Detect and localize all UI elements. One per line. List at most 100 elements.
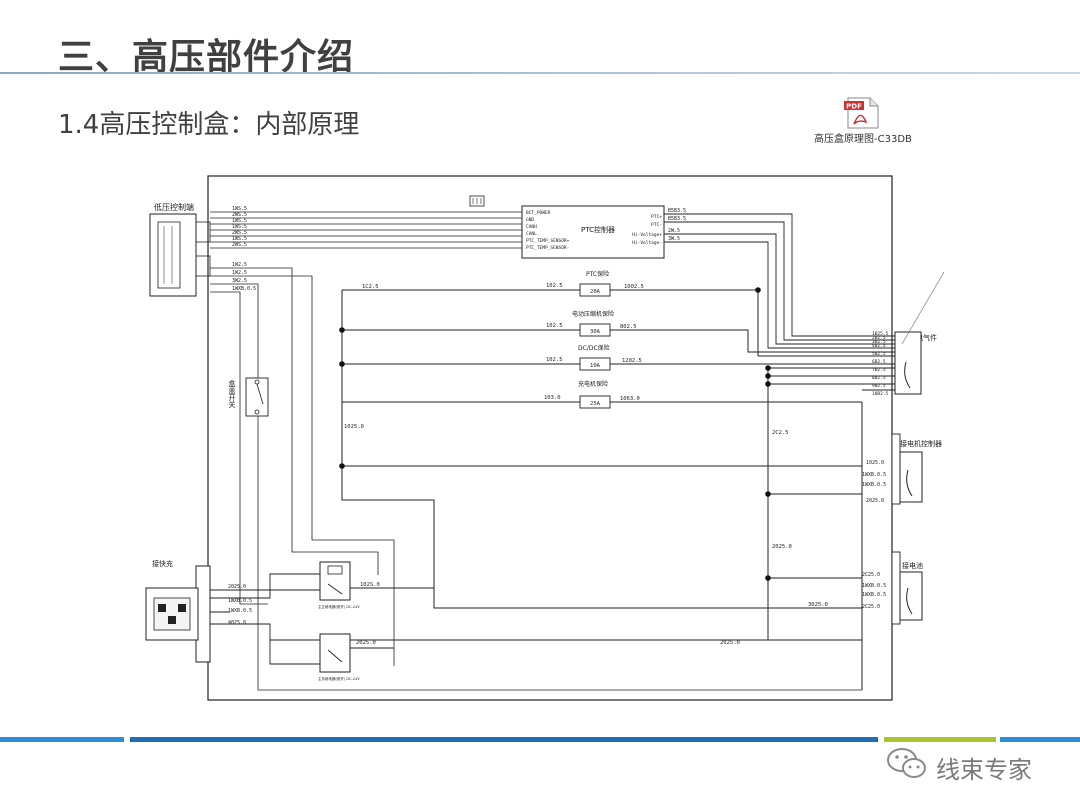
fuse-ptc-rating: 20A	[590, 289, 601, 295]
aux-wire-8: 8B2.5	[872, 375, 886, 381]
interlock-switch-label: 盒盖开关	[228, 379, 236, 409]
fuse-charger: 充电机保险 103.0 25A 1063.0	[544, 380, 862, 409]
aux-wire-1: 1B25.5	[872, 331, 889, 337]
motor-connector-label: 接电机控制器	[900, 439, 942, 448]
ptc-pin-l6: PTC_TEMP_SENSOR-	[526, 245, 569, 251]
pdf-caption[interactable]: 高压盒原理图-C33DB	[814, 134, 912, 145]
junction-dot	[339, 361, 345, 367]
relay-positive-wire: 102S.0	[360, 582, 380, 588]
interlock-switch-icon	[245, 377, 269, 417]
fuse-ptc: PTC保险 102.5 20A 1002.5	[546, 270, 758, 297]
lv-lower-wire-4: 1WXB.0.5	[232, 286, 256, 292]
fuse-compressor-in: 102.5	[546, 323, 563, 329]
junction-dot	[339, 327, 345, 333]
junction-dot	[765, 491, 771, 497]
aux-wire-7: 7B2.5	[872, 367, 886, 373]
ptc-controller-box	[521, 205, 665, 259]
charge-wire-2: 1WXB.0.5	[228, 598, 252, 604]
lv-connector-label: 低压控制端	[154, 202, 194, 212]
fuse-dcdc-in: 102.5	[546, 357, 563, 363]
lv-wire-bundle	[210, 211, 522, 249]
aux-wire-4: 4B2.5	[872, 343, 886, 349]
ptc-out-wire-1: B5B3.5	[668, 208, 686, 214]
fuse-dcdc-rating: 10A	[590, 363, 601, 369]
fuse-ptc-label: PTC保险	[586, 270, 609, 278]
battery-wire-3: 1WXB.0.5	[862, 592, 886, 598]
lv-wire-7: 2WS.5	[232, 242, 247, 248]
fuse-charger-in: 103.0	[544, 395, 561, 401]
fuse-dcdc: DC/DC保险 102.5 10A 1202.5	[546, 344, 895, 371]
main-wire-left: 1C2.5	[362, 284, 379, 290]
charge-wire-1: 2025.0	[228, 584, 246, 590]
fuse-charger-label: 充电机保险	[578, 380, 608, 388]
motor-wire-1: 1025.0	[866, 460, 884, 466]
page-title: 三、高压部件介绍	[58, 37, 355, 78]
pdf-icon[interactable]: PDF	[808, 96, 918, 130]
charge-port-label: 接快充	[152, 559, 173, 568]
ptc-pin-r1: PTC+	[651, 214, 662, 220]
aux-connector-icon	[894, 271, 945, 395]
lv-connector-icon	[149, 213, 211, 297]
fuse-compressor-rating: 30A	[590, 329, 601, 335]
relay-negative-caption: 主负继电器(常开) DC-24V	[318, 676, 360, 681]
relay-negative-wire: 2025.0	[356, 640, 376, 646]
lv-wire-5: 2WS.5	[232, 230, 247, 236]
negative-bus	[270, 367, 895, 641]
fuse-compressor-label: 电动压缩机保险	[572, 310, 614, 318]
fuse-compressor-out: 802.5	[620, 324, 637, 330]
battery-wire-4: 2C25.0	[862, 604, 880, 610]
footer-bar-right	[1000, 737, 1080, 742]
ptc-pin-r4: Hi-Voltage-	[632, 240, 662, 246]
ptc-controller-label: PTC控制器	[581, 225, 615, 234]
charge-wire-3: 1WXB.0.5	[228, 608, 252, 614]
battery-wire-1: 2C25.0	[862, 572, 880, 578]
neg-wire-1: 2C2.5	[772, 430, 789, 436]
ptc-out-wire-2: B5B3.5	[668, 216, 686, 222]
footer-bar-left	[0, 737, 124, 742]
fuse-charger-out: 1063.0	[620, 396, 640, 402]
ptc-pin-r2: PTC-	[651, 222, 662, 228]
relay-positive: 102S.0 主正继电器(常开) DC-24V	[318, 561, 434, 609]
lv-wire-4: 1WS.5	[232, 224, 247, 230]
fuse-dcdc-out: 1202.5	[622, 358, 642, 364]
page-subtitle: 1.4高压控制盒：内部原理	[58, 110, 360, 140]
wechat-icon	[887, 748, 926, 778]
junction-dot	[765, 575, 771, 581]
lv-wire-1: 1WS.5	[232, 206, 247, 212]
motor-wire-2: 1WXB.0.5	[862, 472, 886, 478]
junction-dot	[765, 381, 771, 387]
fuse-dcdc-label: DC/DC保险	[578, 344, 610, 352]
fuse-ptc-out: 1002.5	[624, 284, 644, 290]
lv-wire-6: 1WS.5	[232, 236, 247, 242]
aux-wire-10: 10B2.5	[872, 391, 889, 397]
motor-connector-icon	[891, 433, 923, 505]
ptc-pin-r3: Hi-Voltage+	[632, 232, 662, 238]
ptc-out-wire-3: 2W.5	[668, 228, 680, 234]
ptc-pin-l5: PTC_TEMP_SENSOR+	[526, 238, 570, 244]
junction-dot	[765, 365, 771, 371]
motor-wire-3: 1WXB.0.5	[862, 482, 886, 488]
battery-wire-2: 1WXB.0.5	[862, 583, 886, 589]
ptc-pin-l3: CANH	[526, 224, 537, 230]
aux-wire-5: 5B2.5	[872, 351, 886, 357]
aux-wire-3: 3B2.5	[872, 339, 886, 345]
charge-port-icon	[145, 565, 211, 663]
neg-wire-3: 3025.0	[808, 602, 828, 608]
pdf-attachment[interactable]: PDF 高压盒原理图-C33DB	[808, 96, 918, 146]
fuse-compressor: 电动压缩机保险 102.5 30A 802.5	[546, 310, 895, 353]
aux-wire-6: 6B2.5	[872, 359, 886, 365]
charge-wire-4: 4025.0	[228, 620, 246, 626]
neg-wire-4: 2025.0	[720, 640, 740, 646]
watermark: 线束专家	[884, 742, 1064, 786]
battery-connector-icon	[891, 551, 923, 625]
main-bus	[341, 289, 862, 609]
fuse-charger-rating: 25A	[590, 401, 601, 407]
aux-wire-9: 9B2.5	[872, 383, 886, 389]
junction-dot	[339, 463, 345, 469]
footer-bar-middle	[130, 737, 878, 742]
title-divider	[0, 72, 1080, 74]
lv-lower-wire-3: 3W2.5	[232, 278, 247, 284]
relay-negative: 2025.0 主负继电器(常开) DC-24V	[318, 633, 394, 681]
motor-wire-4: 2025.0	[866, 498, 884, 504]
footer-bar-green	[884, 737, 996, 742]
